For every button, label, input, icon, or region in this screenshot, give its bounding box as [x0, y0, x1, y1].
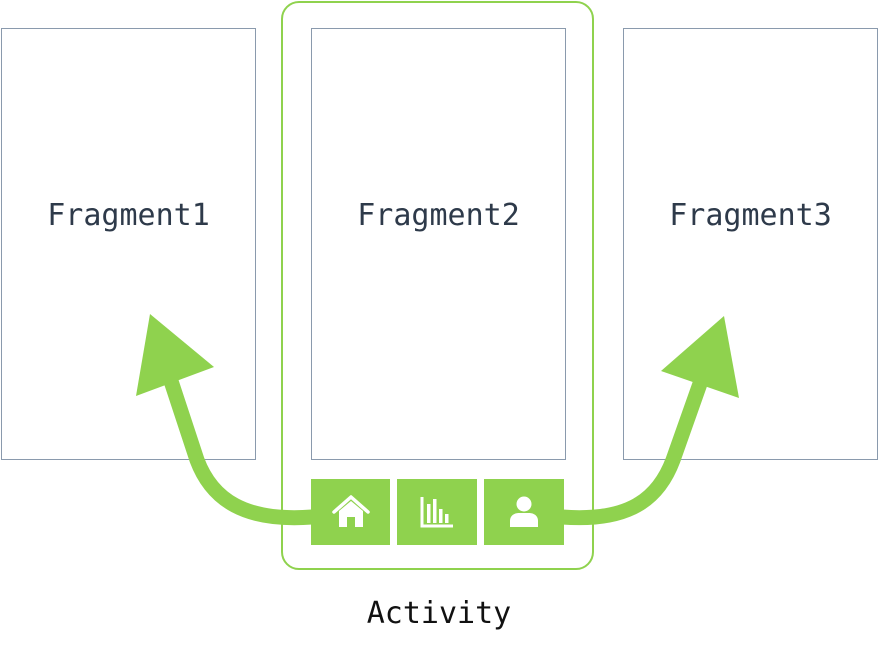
activity-label: Activity	[366, 596, 512, 631]
profile-tab[interactable]	[484, 479, 564, 545]
home-icon	[331, 495, 370, 527]
fragment-1-panel: Fragment1	[1, 28, 256, 460]
fragment-3-panel: Fragment3	[623, 28, 878, 460]
fragment-3-label: Fragment3	[669, 197, 832, 233]
left-arrow-head	[136, 314, 214, 396]
right-arrow-head	[661, 316, 739, 398]
home-tab[interactable]	[311, 479, 390, 545]
right-arrow-shaft	[561, 375, 710, 526]
person-icon	[510, 496, 538, 527]
bar-chart-icon	[420, 497, 453, 528]
fragment-2-label: Fragment2	[357, 197, 520, 233]
stats-tab[interactable]	[397, 479, 477, 545]
fragment-1-label: Fragment1	[47, 197, 210, 233]
activity-frame	[281, 1, 594, 570]
left-arrow-shaft	[162, 375, 313, 526]
fragment-2-panel: Fragment2	[311, 28, 566, 460]
